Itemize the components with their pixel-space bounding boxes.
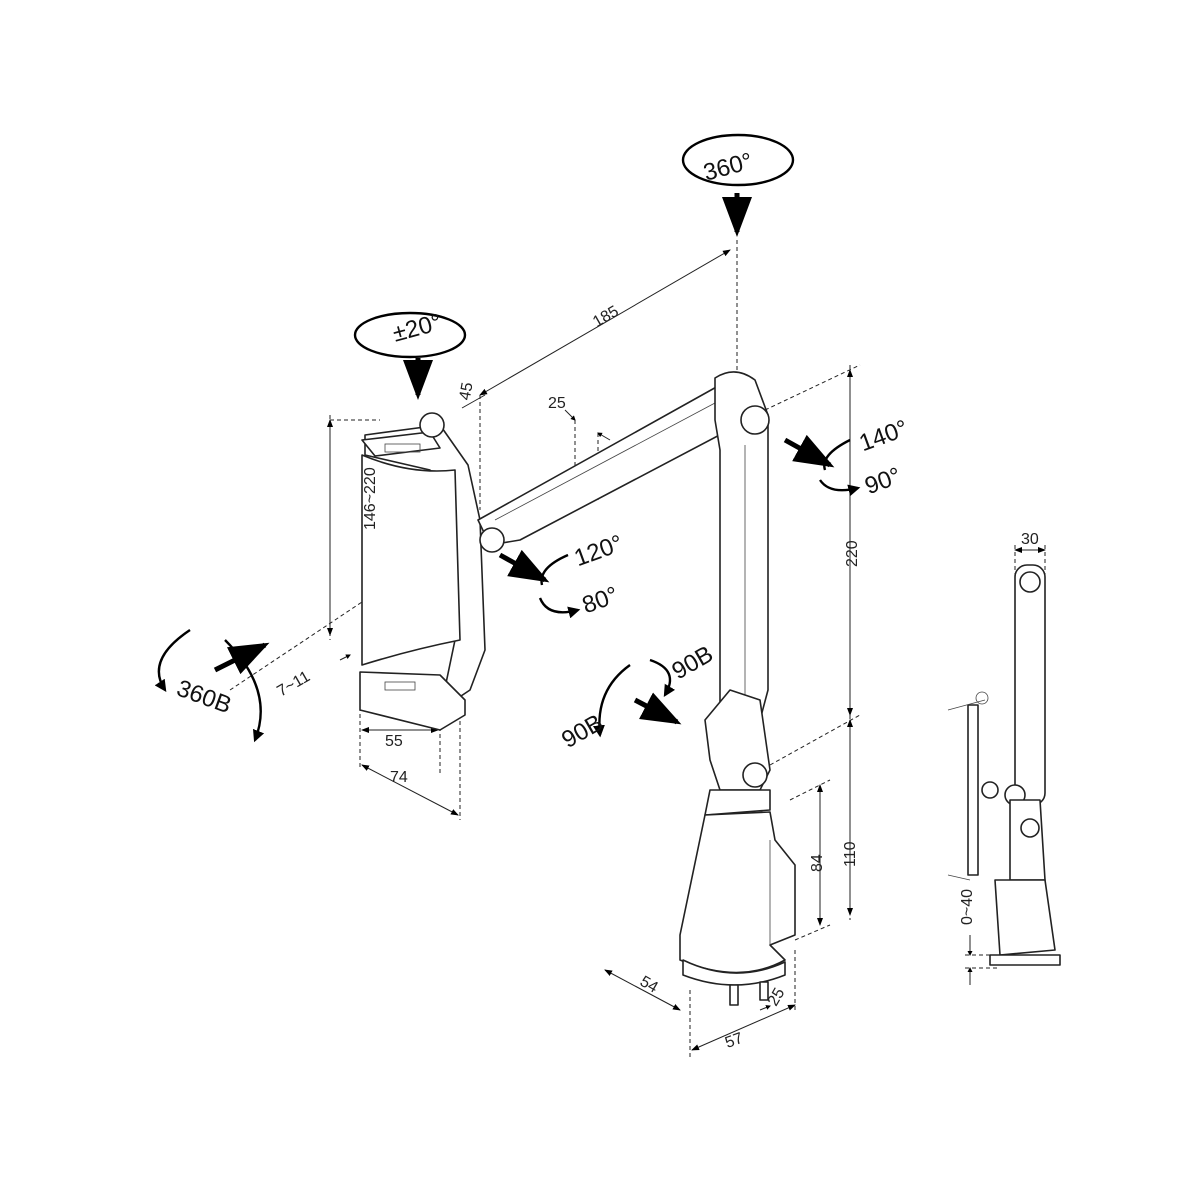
tablet-holder [359,412,486,731]
dim-holder-depth: 7~11 [274,668,313,700]
label-lower-joint-right: 90B [667,641,717,686]
dim-base-height: 110 [842,841,859,867]
arrow-right-icon [783,434,835,468]
motion-arrows [154,133,861,743]
dim-holder-width-outer: 74 [390,769,408,786]
label-top-swivel: 360° [701,148,756,187]
dim-base-lip: 25 [765,985,789,1009]
label-upper-joint-down: 90° [861,462,904,500]
rotate-ccw-icon [154,629,191,692]
dim-holder-width-inner: 55 [385,733,403,750]
rotate-down-icon [538,597,581,619]
rotate-left-icon [592,664,631,738]
dim-base-width: 57 [723,1030,746,1052]
rotate-cw-icon [224,639,265,743]
label-holder-joint-up: 120° [571,530,627,572]
arrow-right-icon [498,549,550,583]
side-view [947,564,1061,966]
desk-clamp-base [679,811,796,1006]
label-holder-joint-down: 80° [579,582,622,620]
rotate-down-icon [819,479,861,497]
dimension-lines [229,240,1046,1060]
dim-pole-height: 220 [844,540,861,567]
rotate-up-icon [823,438,851,471]
label-holder-rotate: 360B [173,675,235,720]
dim-base-depth: 54 [637,973,661,997]
dim-holder-offset: 45 [457,381,477,402]
rotate-360-icon [681,133,795,187]
dim-clamp-range: 0~40 [959,889,976,925]
rotate-tilt-icon [353,311,467,359]
dim-clamp-height: 84 [809,854,826,872]
dim-holder-height: 146~220 [362,467,379,530]
dim-side-width: 30 [1021,531,1039,548]
dimension-labels: 185 45 25 146~220 7~11 55 74 220 110 84 … [274,303,1039,1052]
rotate-up-icon [540,553,569,586]
label-upper-joint-up: 140° [856,415,912,457]
dim-arm-length: 185 [590,303,622,331]
rotate-right-icon [649,658,676,698]
mount-arm [477,371,771,816]
arrow-right-icon [633,692,682,725]
dim-arm-width: 25 [548,395,566,412]
